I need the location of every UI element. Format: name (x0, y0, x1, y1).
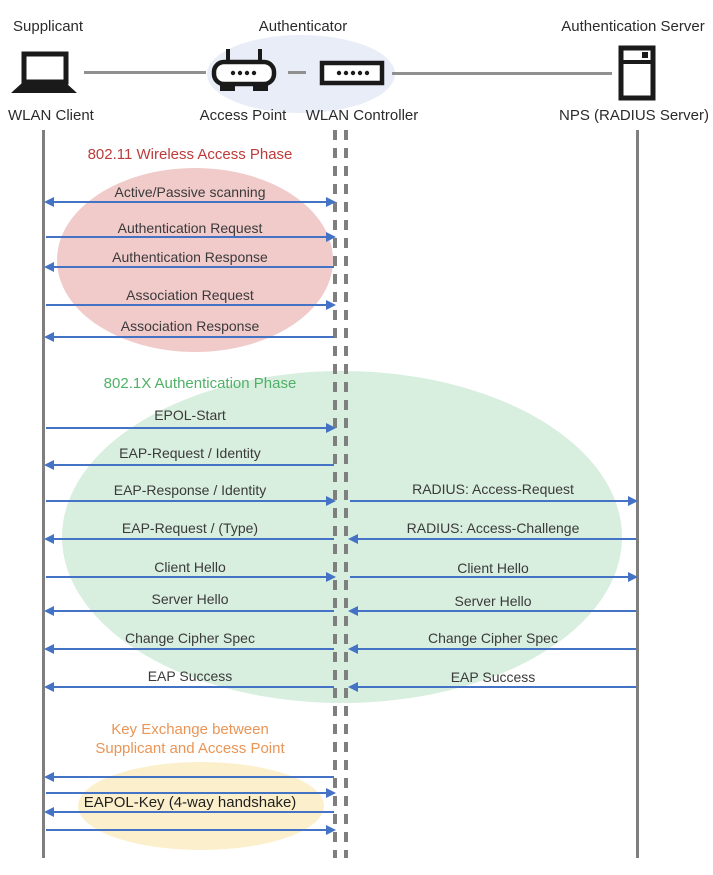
link-ap-to-controller (288, 71, 306, 74)
actor-role-authenticator: Authenticator (258, 18, 348, 35)
message-label: RADIUS: Access-Challenge (406, 520, 580, 536)
message-arrow-right (46, 788, 336, 798)
message-label: RADIUS: Access-Request (412, 481, 574, 497)
message-label: Client Hello (154, 559, 226, 575)
actor-device-wlan-client: WLAN Client (8, 107, 94, 124)
lifeline-authenticator-dashed-2 (344, 130, 348, 858)
phase3-title-line2: Supplicant and Access Point (95, 740, 285, 757)
message-label: EAP-Request / (Type) (121, 520, 259, 536)
actor-role-authentication-server: Authentication Server (561, 18, 705, 35)
message-arrow-left (44, 460, 334, 470)
message-label: Client Hello (457, 560, 529, 576)
message-arrow-left (348, 534, 636, 544)
message-label: Association Request (126, 287, 254, 303)
message-arrow-right (46, 572, 336, 582)
message-label: EAPOL-Key (4-way handshake) (83, 794, 297, 811)
message-arrow-left (44, 262, 334, 272)
message-arrow-left (348, 682, 636, 692)
message-label: EAP-Request / Identity (119, 445, 261, 461)
actor-device-nps-radius-server: NPS (RADIUS Server) (558, 107, 710, 124)
wlan-controller-icon (319, 60, 385, 86)
message-label: Change Cipher Spec (428, 630, 558, 646)
message-arrow-left (44, 772, 334, 782)
message-label: Authentication Response (112, 249, 268, 265)
message-arrow-right (350, 496, 638, 506)
lifeline-authentication-server (636, 130, 639, 858)
message-arrow-left (44, 534, 334, 544)
laptop-icon (11, 51, 77, 93)
message-arrow-left (348, 606, 636, 616)
message-arrow-right (46, 232, 336, 242)
message-arrow-right (46, 496, 336, 506)
message-label: EAP Success (147, 668, 233, 684)
link-controller-to-server (392, 72, 612, 75)
phase1-ellipse (57, 168, 333, 352)
lifeline-authenticator-dashed-1 (333, 130, 337, 858)
message-label: EAP-Response / Identity (113, 482, 267, 498)
message-arrow-both (44, 197, 336, 207)
phase2-ellipse (62, 371, 622, 703)
message-arrow-left (44, 682, 334, 692)
message-arrow-left (44, 807, 334, 817)
message-label: Server Hello (151, 591, 229, 607)
actor-device-access-point: Access Point (199, 107, 287, 124)
lifeline-supplicant (42, 130, 45, 858)
message-arrow-right (350, 572, 638, 582)
message-arrow-left (44, 606, 334, 616)
message-arrow-left (44, 644, 334, 654)
actor-device-wlan-controller: WLAN Controller (305, 107, 419, 124)
access-point-icon (211, 49, 277, 91)
message-arrow-left (348, 644, 636, 654)
message-arrow-left (44, 332, 334, 342)
phase1-title: 802.11 Wireless Access Phase (87, 146, 293, 163)
message-arrow-right (46, 825, 336, 835)
phase2-title: 802.1X Authentication Phase (103, 375, 297, 392)
message-label: Change Cipher Spec (125, 630, 255, 646)
message-arrow-right (46, 300, 336, 310)
message-label: Server Hello (454, 593, 532, 609)
message-label: Authentication Request (117, 220, 263, 236)
message-label: EAP Success (450, 669, 536, 685)
server-icon (618, 45, 656, 101)
message-arrow-right (46, 423, 336, 433)
message-label: Active/Passive scanning (114, 184, 266, 200)
phase3-title-line1: Key Exchange between (111, 721, 269, 738)
actor-role-supplicant: Supplicant (13, 18, 84, 35)
message-label: Association Response (120, 318, 260, 334)
link-client-to-ap (84, 71, 206, 74)
message-label: EPOL-Start (154, 407, 226, 423)
